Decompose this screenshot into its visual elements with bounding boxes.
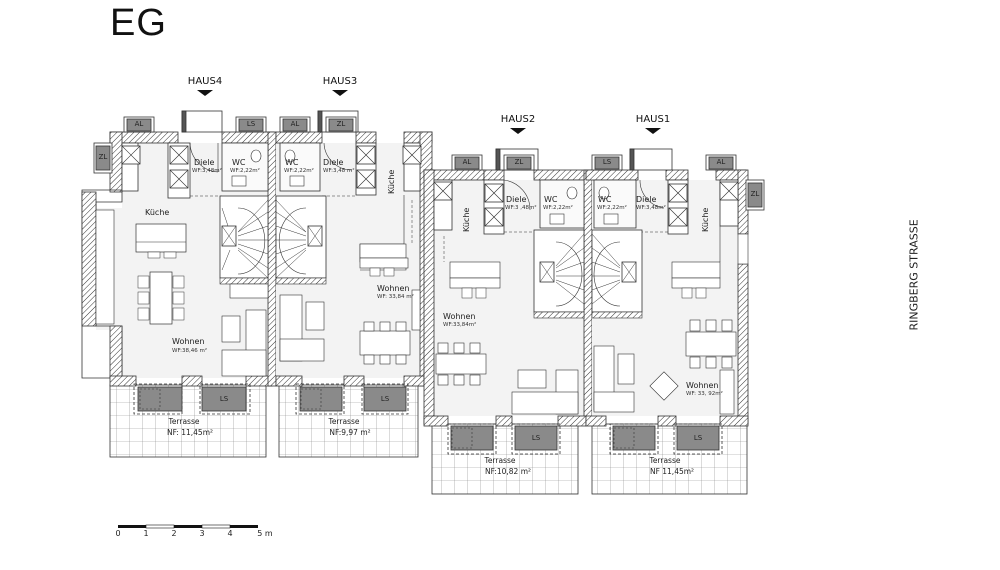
street-label: RINGBERG STRASSE [907,219,921,331]
terrace-name-haus2: Terrasse [484,456,516,465]
terrace-ls-haus1: LS [693,434,703,442]
room-wohnen-haus3: Wohnen [377,284,410,293]
box-zl-haus1: ZL [750,190,760,198]
house-2-plan [423,169,593,427]
utility-boxes [93,116,765,211]
terrace-name-haus3: Terrasse [328,417,360,426]
box-ls-haus1: LS [602,158,612,166]
area-wc-haus4: WF:2,22m² [230,168,260,174]
house-3-plan [275,131,433,387]
terrace-name-haus4: Terrasse [168,417,200,426]
scale-tick-1: 1 [143,529,149,538]
room-wc-haus4: WC [232,158,246,167]
area-diele-haus3: WF:3,48 m² [323,168,355,174]
terrace-ls-haus3: LS [380,395,390,403]
floor-title: EG [110,2,167,44]
area-wohnen-haus3: WF: 33,84 m² [377,294,414,300]
scale-tick-5: 5 m [257,529,273,538]
terrace-area-haus1: NF 11,45m² [649,467,695,476]
terrace-ls-haus4: LS [219,395,229,403]
scale-bar [118,524,258,529]
area-wohnen-haus1: WF: 33, 92m² [686,391,723,397]
terrace-area-haus4: NF: 11,45m² [166,428,214,437]
area-wc-haus3: WF:2,22m² [284,168,314,174]
haus-arrows [197,90,661,134]
room-diele-haus3: Diele [323,158,344,167]
area-diele-haus1: WF:3,48m² [636,205,666,211]
room-wc-haus2: WC [544,195,558,204]
box-al-haus1: AL [716,158,726,166]
house-4-plan [81,131,277,387]
room-diele-haus4: Diele [194,158,215,167]
terrace-name-haus1: Terrasse [649,456,681,465]
room-wohnen-haus2: Wohnen [443,312,476,321]
terrace-area-haus3: NF:9,97 m² [329,428,371,437]
room-wohnen-haus1: Wohnen [686,381,719,390]
area-wohnen-haus2: WF:33,84m² [443,322,477,328]
room-wc-haus3: WC [285,158,299,167]
room-kueche-haus2: Küche [462,207,471,232]
box-zl-haus4: ZL [98,153,108,161]
room-diele-haus2: Diele [506,195,527,204]
haus2-label: HAUS2 [500,114,536,125]
area-wc-haus1: WF:2,22m² [597,205,627,211]
box-zl-haus3: ZL [336,120,346,128]
room-kueche-haus3: Küche [387,169,396,194]
terrace-ls-haus2: LS [531,434,541,442]
area-wc-haus2: WF:2,22m² [543,205,573,211]
box-al-haus4: AL [134,120,144,128]
box-al-haus3: AL [290,120,300,128]
scale-tick-0: 0 [115,529,121,538]
box-al-haus2: AL [462,158,472,166]
room-wohnen-haus4: Wohnen [172,337,205,346]
box-zl-haus2: ZL [514,158,524,166]
haus4-label: HAUS4 [187,76,223,87]
room-kueche-haus1: Küche [701,207,710,232]
house-1-plan [585,169,749,427]
area-diele-haus4: WF:3,48m² [192,168,222,174]
haus1-label: HAUS1 [635,114,671,125]
area-diele-haus2: WF:3 ,48m² [505,205,537,211]
scale-tick-3: 3 [199,529,205,538]
room-diele-haus1: Diele [636,195,657,204]
room-wc-haus1: WC [598,195,612,204]
scale-tick-2: 2 [171,529,177,538]
haus3-label: HAUS3 [322,76,358,87]
room-kueche-haus4: Küche [145,208,170,217]
area-wohnen-haus4: WF:38,46 m² [172,348,208,354]
scale-tick-4: 4 [227,529,233,538]
box-ls-haus4: LS [246,120,256,128]
terrace-area-haus2: NF:10,82 m² [484,467,532,476]
